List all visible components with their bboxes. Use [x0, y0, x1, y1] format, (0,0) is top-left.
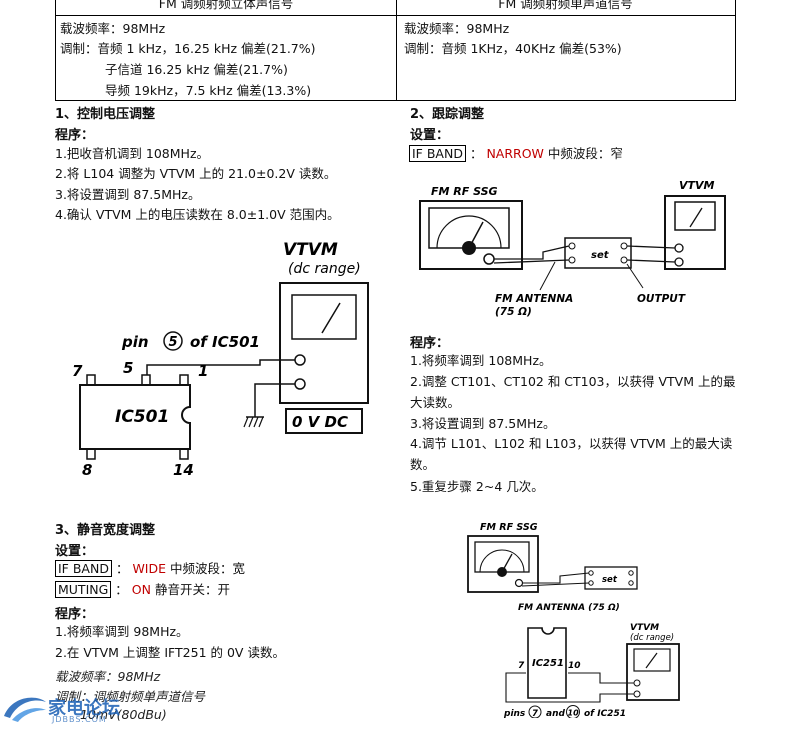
section3-title: 3、静音宽度调整: [55, 523, 156, 538]
reading-text: 0 V DC: [292, 413, 348, 431]
stereo-line-4: 导频 19kHz，7.5 kHz 偏差(13.3%): [105, 83, 312, 98]
ssg-label-3: FM RF SSG: [480, 522, 538, 533]
svg-text:set: set: [602, 575, 618, 585]
set-box: [564, 237, 632, 269]
section3-setup-row-1: IF BAND ： WIDE 中频波段：宽: [55, 560, 245, 577]
if-band-desc: 中频波段：窄: [547, 146, 623, 161]
on-value: ON: [131, 582, 151, 597]
tracking-diagram: FM RF SSG VTVM set FM ANTENNA (75 Ω) OUT…: [419, 179, 726, 318]
pin-label-pre: pin: [121, 333, 149, 351]
mono-line-2: 调制：音频 1KHz，40KHz 偏差(53%): [404, 41, 622, 56]
section2-setup-label: 设置：: [410, 128, 450, 143]
antenna-label-3: FM ANTENNA (75 Ω): [518, 603, 620, 613]
output-label: OUTPUT: [637, 293, 686, 305]
if-band-box: IF BAND: [409, 145, 466, 162]
control-voltage-diagram: VTVM (dc range) 0 V DC pin 5 of IC501 IC…: [72, 240, 369, 479]
pin-1-label: 1: [198, 362, 208, 380]
vtvm-meter: [279, 282, 369, 404]
section1-title: 1、控制电压调整: [55, 107, 156, 122]
ic501-label: IC501: [115, 407, 169, 427]
svg-text:(dc range): (dc range): [630, 633, 674, 643]
svg-text:pins: pins: [503, 709, 526, 718]
stereo-line-1: 载波频率：98MHz: [60, 21, 166, 36]
vtvm-box-2: [664, 195, 726, 270]
section2-step-1: 1.将频率调到 108MHz。: [410, 353, 552, 368]
antenna-ohm: (75 Ω): [495, 306, 532, 318]
antenna-label: FM ANTENNA: [495, 293, 573, 305]
section2-procedure-label: 程序：: [410, 336, 450, 351]
section1-step-3: 3.将设置调到 87.5MHz。: [55, 187, 201, 202]
section3-note-2: 调制：调频射频单声道信号: [55, 689, 206, 704]
ic251-label: IC251: [532, 658, 564, 669]
mono-line-1: 载波频率：98MHz: [404, 21, 510, 36]
terminal-bottom: [294, 378, 306, 390]
section3-setup-label: 设置：: [55, 544, 95, 559]
watermark-sub: JDBBS.COM: [52, 715, 107, 724]
svg-text:of IC251: of IC251: [584, 709, 626, 718]
svg-text:7: 7: [518, 661, 525, 671]
svg-text:10: 10: [568, 709, 580, 718]
section2-step-4-cont: 数。: [410, 457, 436, 472]
ic251-body: [527, 627, 567, 699]
watermark-text: 家电论坛: [48, 698, 120, 719]
section2-step-3: 3.将设置调到 87.5MHz。: [410, 416, 556, 431]
pin-number: 5: [169, 335, 178, 350]
mono-signal-header: FM 调频射频单声道信号: [396, 0, 735, 16]
pin-14-label: 14: [173, 461, 194, 479]
signal-wire: [146, 359, 295, 375]
svg-text:7: 7: [532, 709, 538, 718]
section2-step-2-cont: 大读数。: [410, 395, 461, 410]
pin-8-label: 8: [82, 461, 92, 479]
terminal-top: [294, 354, 306, 366]
pin-7-label: 7: [72, 362, 83, 380]
section2-step-4: 4.调节 L101、L102 和 L103，以获得 VTVM 上的最大读: [410, 436, 733, 451]
set-label: set: [591, 250, 610, 261]
ssg-box: [419, 200, 523, 270]
narrow-value: NARROW: [486, 146, 544, 161]
pin-5-label: 5: [123, 359, 133, 377]
section1-step-4: 4.确认 VTVM 上的电压读数在 8.0±1.0V 范围内。: [55, 207, 340, 222]
dc-range-label: (dc range): [288, 261, 361, 277]
ic501-body: [79, 384, 191, 450]
vtvm-label: VTVM: [283, 240, 338, 260]
section3-step-1: 1.将频率调到 98MHz。: [55, 624, 189, 639]
svg-text:10: 10: [568, 661, 581, 671]
stereo-signal-header: FM 调频射频立体声信号: [56, 0, 396, 16]
meter-needle: [321, 302, 341, 334]
section3-note-3: 10mV(80dBu): [80, 707, 167, 722]
section3-procedure-label: 程序：: [55, 607, 95, 622]
muting-box: MUTING: [55, 581, 112, 598]
meter-window: [291, 294, 357, 340]
pin-label-post: of IC501: [190, 333, 260, 351]
svg-text:and: and: [546, 709, 565, 718]
wide-value: WIDE: [132, 561, 167, 576]
vtvm-label-3: VTVM: [630, 623, 659, 633]
reading-box: [285, 408, 363, 434]
ssg-label: FM RF SSG: [431, 185, 498, 198]
section3-step-2: 2.在 VTVM 上调整 IFT251 的 0V 读数。: [55, 645, 285, 660]
section2-step-5: 5.重复步骤 2~4 几次。: [410, 479, 544, 494]
pin-number-circle: [163, 331, 183, 351]
section2-step-2: 2.调整 CT101、CT102 和 CT103，以获得 VTVM 上的最: [410, 374, 736, 389]
section3-note-1: 载波频率：98MHz: [55, 669, 161, 684]
section1-procedure-label: 程序：: [55, 128, 95, 143]
section3-setup-row-2: MUTING ： ON 静音开关：开: [55, 581, 230, 598]
watermark-swoosh-icon: [4, 697, 46, 722]
section1-step-1: 1.把收音机调到 108MHz。: [55, 146, 210, 161]
stereo-line-2: 调制：音频 1 kHz，16.25 kHz 偏差(21.7%): [60, 41, 316, 56]
vtvm-label-2: VTVM: [679, 179, 715, 192]
muting-diagram: FM RF SSG set FM ANTENNA (75 Ω) VTVM (dc…: [467, 522, 680, 718]
ground-wire: [254, 383, 295, 417]
section2-title: 2、跟踪调整: [410, 107, 485, 122]
section2-setup-row: IF BAND ： NARROW 中频波段：窄: [409, 145, 623, 162]
watermark-logo: 家电论坛 JDBBS.COM: [0, 688, 140, 728]
signal-table: FM 调频射频立体声信号 FM 调频射频单声道信号 载波频率：98MHz 调制：…: [55, 0, 736, 101]
stereo-line-3: 子信道 16.25 kHz 偏差(21.7%): [105, 62, 288, 77]
section1-step-2: 2.将 L104 调整为 VTVM 上的 21.0±0.2V 读数。: [55, 166, 337, 181]
if-band-box-2: IF BAND: [55, 560, 112, 577]
